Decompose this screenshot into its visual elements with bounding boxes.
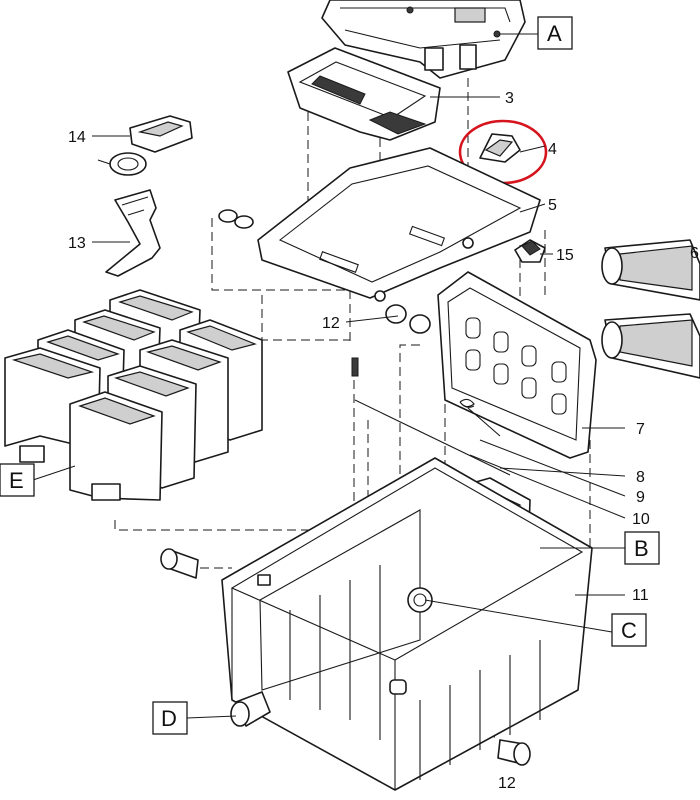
- label-d: D: [161, 706, 177, 731]
- leader-lines: [32, 33, 626, 719]
- label-9: 9: [636, 489, 645, 506]
- part-15-clip: [514, 239, 546, 263]
- part-e-sponges: [4, 289, 263, 501]
- part-number-labels: 3 4 5 15 6 14 13 12 7 8 9 10 11 12: [68, 90, 699, 792]
- part-4-knob: [458, 119, 548, 185]
- label-5: 5: [548, 197, 557, 214]
- label-4: 4: [548, 141, 557, 158]
- label-14: 14: [68, 129, 86, 146]
- label-11: 11: [632, 587, 649, 604]
- label-12-upper: 12: [322, 315, 340, 332]
- part-6-tubes: [601, 239, 700, 379]
- label-6: 6: [690, 245, 699, 262]
- label-c: C: [621, 618, 637, 643]
- part-14-connector: [97, 115, 193, 176]
- part-13-bracket: [105, 189, 161, 277]
- part-5-frame: [257, 147, 541, 302]
- label-b: B: [634, 536, 649, 561]
- label-e: E: [9, 468, 24, 493]
- label-3: 3: [505, 90, 514, 107]
- part-a-top-cover: [321, 0, 526, 79]
- label-7: 7: [636, 421, 645, 438]
- label-10: 10: [632, 511, 650, 528]
- part-12-rings-upper: [218, 209, 431, 334]
- label-13: 13: [68, 235, 86, 252]
- label-15: 15: [556, 247, 574, 264]
- label-a: A: [547, 21, 562, 46]
- part-3-basket: [287, 47, 441, 141]
- label-8: 8: [636, 469, 645, 486]
- label-12-lower: 12: [498, 775, 516, 792]
- part-11-housing: [221, 457, 593, 791]
- hose-fittings: [160, 548, 531, 766]
- letter-labels: A B C D E: [0, 16, 660, 735]
- part-8-9-10-rod-spring: [351, 357, 511, 476]
- part-7-panel: [437, 271, 597, 459]
